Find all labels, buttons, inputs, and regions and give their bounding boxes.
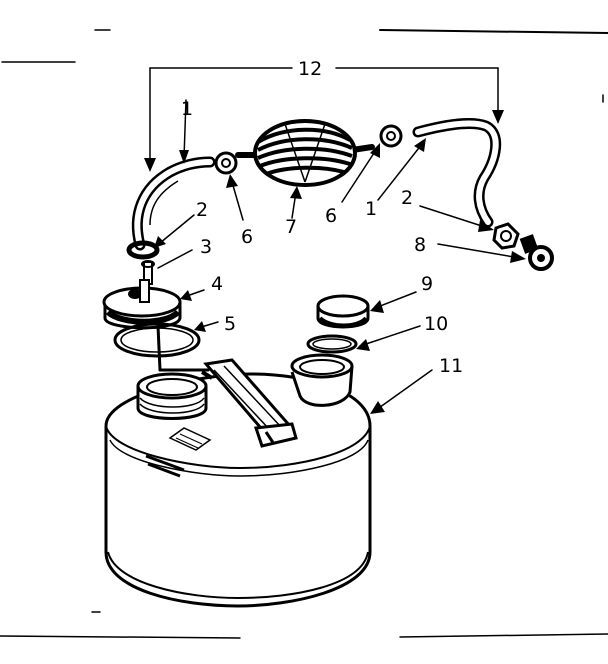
washer-right: [341, 124, 403, 203]
callout-labels: 12 1 2 3 4 5 6 7 6 1 2 8 9 10 11: [181, 58, 463, 377]
pickup-tube: [156, 324, 210, 372]
can: [104, 353, 433, 608]
callout-3: 3: [200, 236, 212, 258]
siphon-assembly-bracket: [144, 67, 504, 172]
fitting-left: [126, 214, 195, 260]
leader-hose-left: [179, 99, 189, 164]
callout-12: 12: [298, 58, 322, 80]
washer-left: [214, 151, 244, 221]
callout-2-right: 2: [401, 187, 413, 209]
spout-cap: [316, 291, 417, 329]
bulb: [235, 119, 375, 219]
cap: [102, 279, 205, 330]
fitting-right: [419, 205, 520, 250]
callout-1-left: 1: [181, 98, 193, 120]
hose-right: [377, 118, 502, 228]
scan-border-lines: [0, 29, 608, 639]
callout-5: 5: [224, 313, 236, 335]
callout-6-left: 6: [241, 226, 253, 248]
callout-8: 8: [414, 234, 426, 256]
callout-1-right: 1: [365, 198, 377, 220]
callout-4: 4: [211, 273, 223, 295]
spout-gasket: [306, 325, 421, 354]
callout-10: 10: [424, 313, 448, 335]
nozzle: [437, 234, 554, 271]
hose-left: [131, 156, 216, 251]
callout-11: 11: [439, 355, 463, 377]
callout-6-right: 6: [325, 205, 337, 227]
callout-9: 9: [421, 273, 433, 295]
callout-2-left: 2: [196, 199, 208, 221]
callout-7: 7: [285, 216, 297, 238]
